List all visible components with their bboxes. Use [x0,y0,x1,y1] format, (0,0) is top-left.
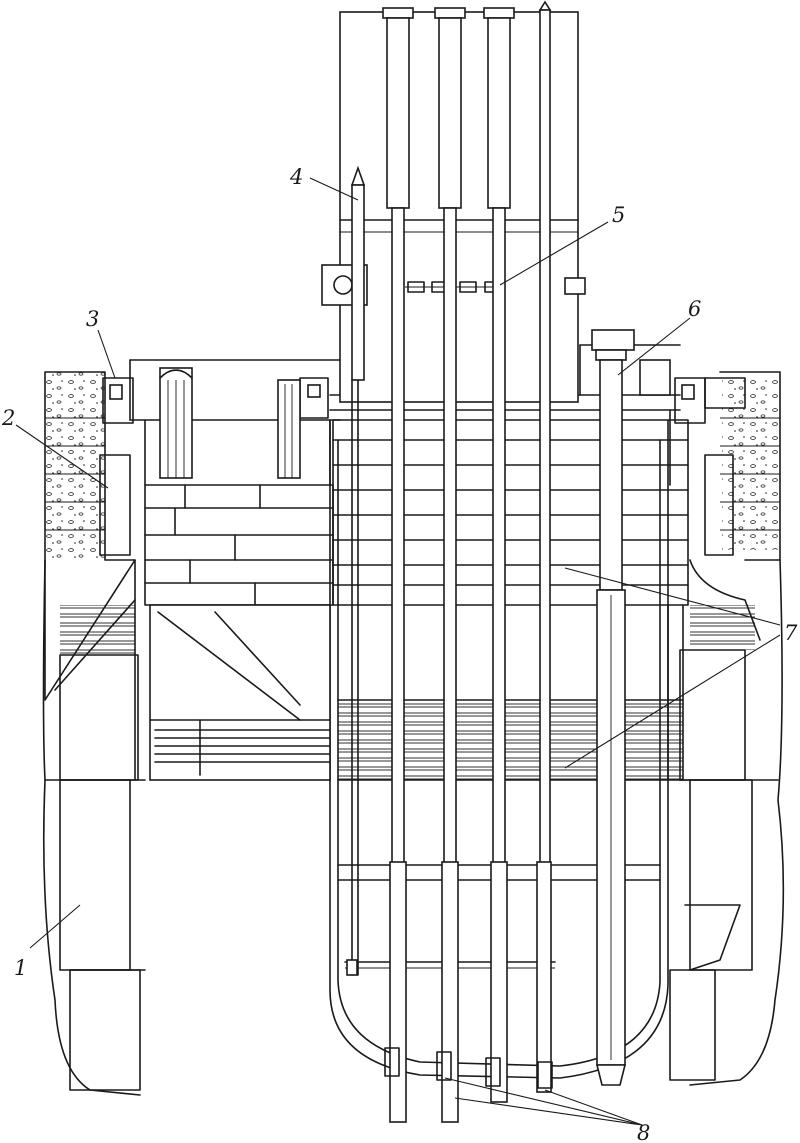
rod-bottom-fittings [384,1047,553,1089]
instrument-probe-4 [346,165,366,976]
leader-lines [15,177,781,1126]
biological-shield-right [689,371,785,1086]
fuel-channel-6 [591,329,635,1086]
callouts: 1 2 3 4 5 6 7 8 [1,165,798,1143]
callout-4: 4 [289,165,303,189]
internal-frame [134,599,331,781]
callout-8: 8 [637,1121,650,1143]
callout-7: 7 [784,621,798,645]
control-rod-4 [536,0,552,1093]
biological-shield-left [42,371,141,1096]
callout-2: 2 [1,406,15,430]
callout-5: 5 [612,203,625,227]
callout-6: 6 [688,297,701,321]
callout-3: 3 [86,307,99,331]
left-support-structure [44,559,146,1091]
control-rod-3 [483,7,515,1103]
core-plates [337,604,684,781]
right-support-structure [669,559,779,1081]
control-rod-1 [382,7,414,1123]
control-rod-2 [434,7,466,1123]
callout-1: 1 [14,956,27,980]
